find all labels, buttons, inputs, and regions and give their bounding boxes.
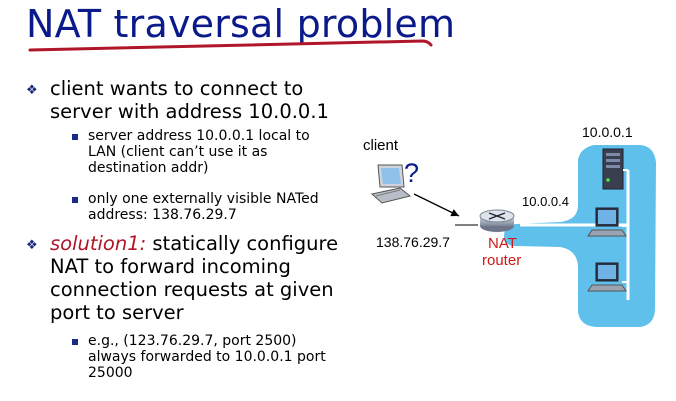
client-laptop-icon (370, 164, 412, 204)
square-bullet-icon (72, 197, 78, 203)
lan-network-blob (504, 145, 656, 327)
router-lan-ip-label: 10.0.0.4 (522, 194, 569, 209)
square-bullet-icon (72, 134, 78, 140)
sub-1-2-line-1: only one externally visible NATed (88, 191, 319, 207)
lan-host-1-icon (587, 207, 628, 237)
public-ip-label: 138.76.29.7 (376, 234, 450, 250)
question-mark: ? (404, 158, 420, 188)
lan-host-2-icon (587, 262, 628, 292)
sub-2-1-line-1: e.g., (123.76.29.7, port 2500) (88, 333, 297, 349)
bullet-2-line-4: port to server (50, 301, 184, 324)
router-label-router: router (482, 252, 522, 269)
sub-2-1-line-3: 25000 (88, 365, 133, 381)
sub-1-1-line-2: LAN (client can’t use it as (88, 144, 268, 160)
sub-1-2-line-2: address: 138.76.29.7 (88, 207, 237, 223)
bullet-1-line-1: client wants to connect to (50, 77, 304, 100)
diamond-bullet-icon: ❖ (26, 83, 38, 98)
diamond-bullet-icon: ❖ (26, 238, 38, 253)
server-icon (602, 148, 628, 190)
title-underline (28, 39, 433, 52)
server-ip-label: 10.0.0.1 (582, 124, 633, 140)
client-to-router-arrow (413, 193, 460, 217)
sub-1-1-line-3: destination addr) (88, 160, 209, 176)
bullet-2-line-2: NAT to forward incoming (50, 255, 291, 278)
bullet-2-line-1: solution1: statically configure (50, 232, 339, 255)
sub-2-1-line-2: always forwarded to 10.0.0.1 port (88, 349, 326, 365)
square-bullet-icon (72, 339, 78, 345)
sub-1-1-line-1: server address 10.0.0.1 local to (88, 128, 310, 144)
solution-label: solution1: (50, 232, 147, 255)
bullet-2-line-3: connection requests at given (50, 278, 334, 301)
slide-title: NAT traversal problem (26, 2, 456, 46)
client-label: client (363, 137, 399, 154)
router-label-nat: NAT (488, 235, 517, 252)
nat-router-icon (479, 209, 515, 232)
bullet-1-line-2: server with address 10.0.0.1 (50, 100, 329, 123)
